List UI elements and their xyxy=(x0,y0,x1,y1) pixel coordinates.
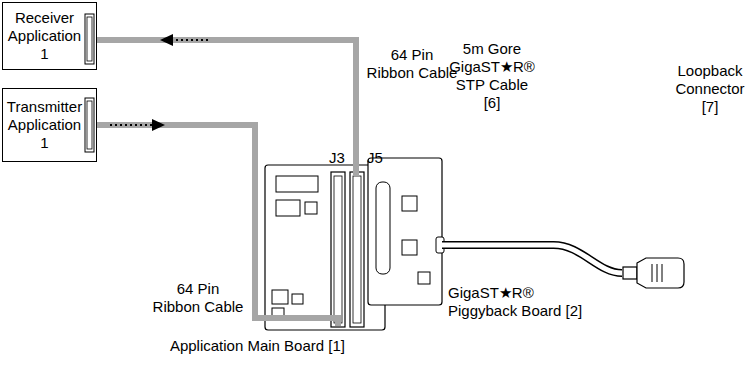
piggyback-chip xyxy=(402,196,417,211)
part-label: GigaST★R® Piggyback Board [2] xyxy=(448,284,588,320)
board-chip xyxy=(276,176,318,192)
connector-icon xyxy=(622,254,686,292)
board-chip xyxy=(276,200,300,216)
board-chip xyxy=(292,294,303,304)
dotted-flow-arrow xyxy=(110,124,152,126)
piggyback-connector xyxy=(376,182,390,274)
header-slot xyxy=(85,98,94,152)
box-text: Transmitter Application 1 xyxy=(6,98,83,152)
connector-name: J3 xyxy=(329,149,345,167)
application-box: Receiver Application 1 xyxy=(2,2,97,70)
flow-arrowhead xyxy=(160,34,173,46)
header-slot-inner xyxy=(87,101,92,149)
j5-connector-inner xyxy=(353,176,361,323)
header-slot xyxy=(85,14,94,64)
loopback-connector: Loopback Connector [7] xyxy=(622,254,686,292)
piggyback-outline xyxy=(368,158,442,305)
application-box: Transmitter Application 1 xyxy=(2,88,97,162)
header-slot-inner xyxy=(87,17,92,61)
board-chip xyxy=(305,202,317,214)
ribbon-cable xyxy=(97,125,265,318)
j3-connector-inner xyxy=(334,176,342,323)
main-board-outline xyxy=(265,165,385,330)
piggyback-board: GigaST★R® Piggyback Board [2] xyxy=(368,158,442,305)
cable-label: 5m Gore GigaST★R® STP Cable [6] xyxy=(447,40,537,112)
part-label: Loopback Connector [7] xyxy=(670,62,750,116)
piggyback-chip xyxy=(418,272,430,284)
stp-cable xyxy=(442,245,622,273)
j3-connector xyxy=(331,172,345,327)
cable-label: 64 Pin Ribbon Cable xyxy=(152,280,244,316)
cable-label: 64 Pin Ribbon Cable xyxy=(366,46,458,82)
part-label: Application Main Board [1] xyxy=(170,337,345,355)
ribbon-continuation xyxy=(265,318,338,326)
ribbon-continuation xyxy=(353,165,359,176)
j5-connector xyxy=(350,172,364,327)
connector-name: J5 xyxy=(367,149,383,167)
piggyback-chip xyxy=(402,240,417,255)
ribbon-cable xyxy=(97,40,356,165)
main-board: Application Main Board [1] xyxy=(265,165,385,330)
box-text: Receiver Application 1 xyxy=(6,9,83,63)
dotted-flow-arrow xyxy=(172,39,208,41)
flow-arrowhead xyxy=(152,119,165,131)
board-chip xyxy=(272,290,288,304)
